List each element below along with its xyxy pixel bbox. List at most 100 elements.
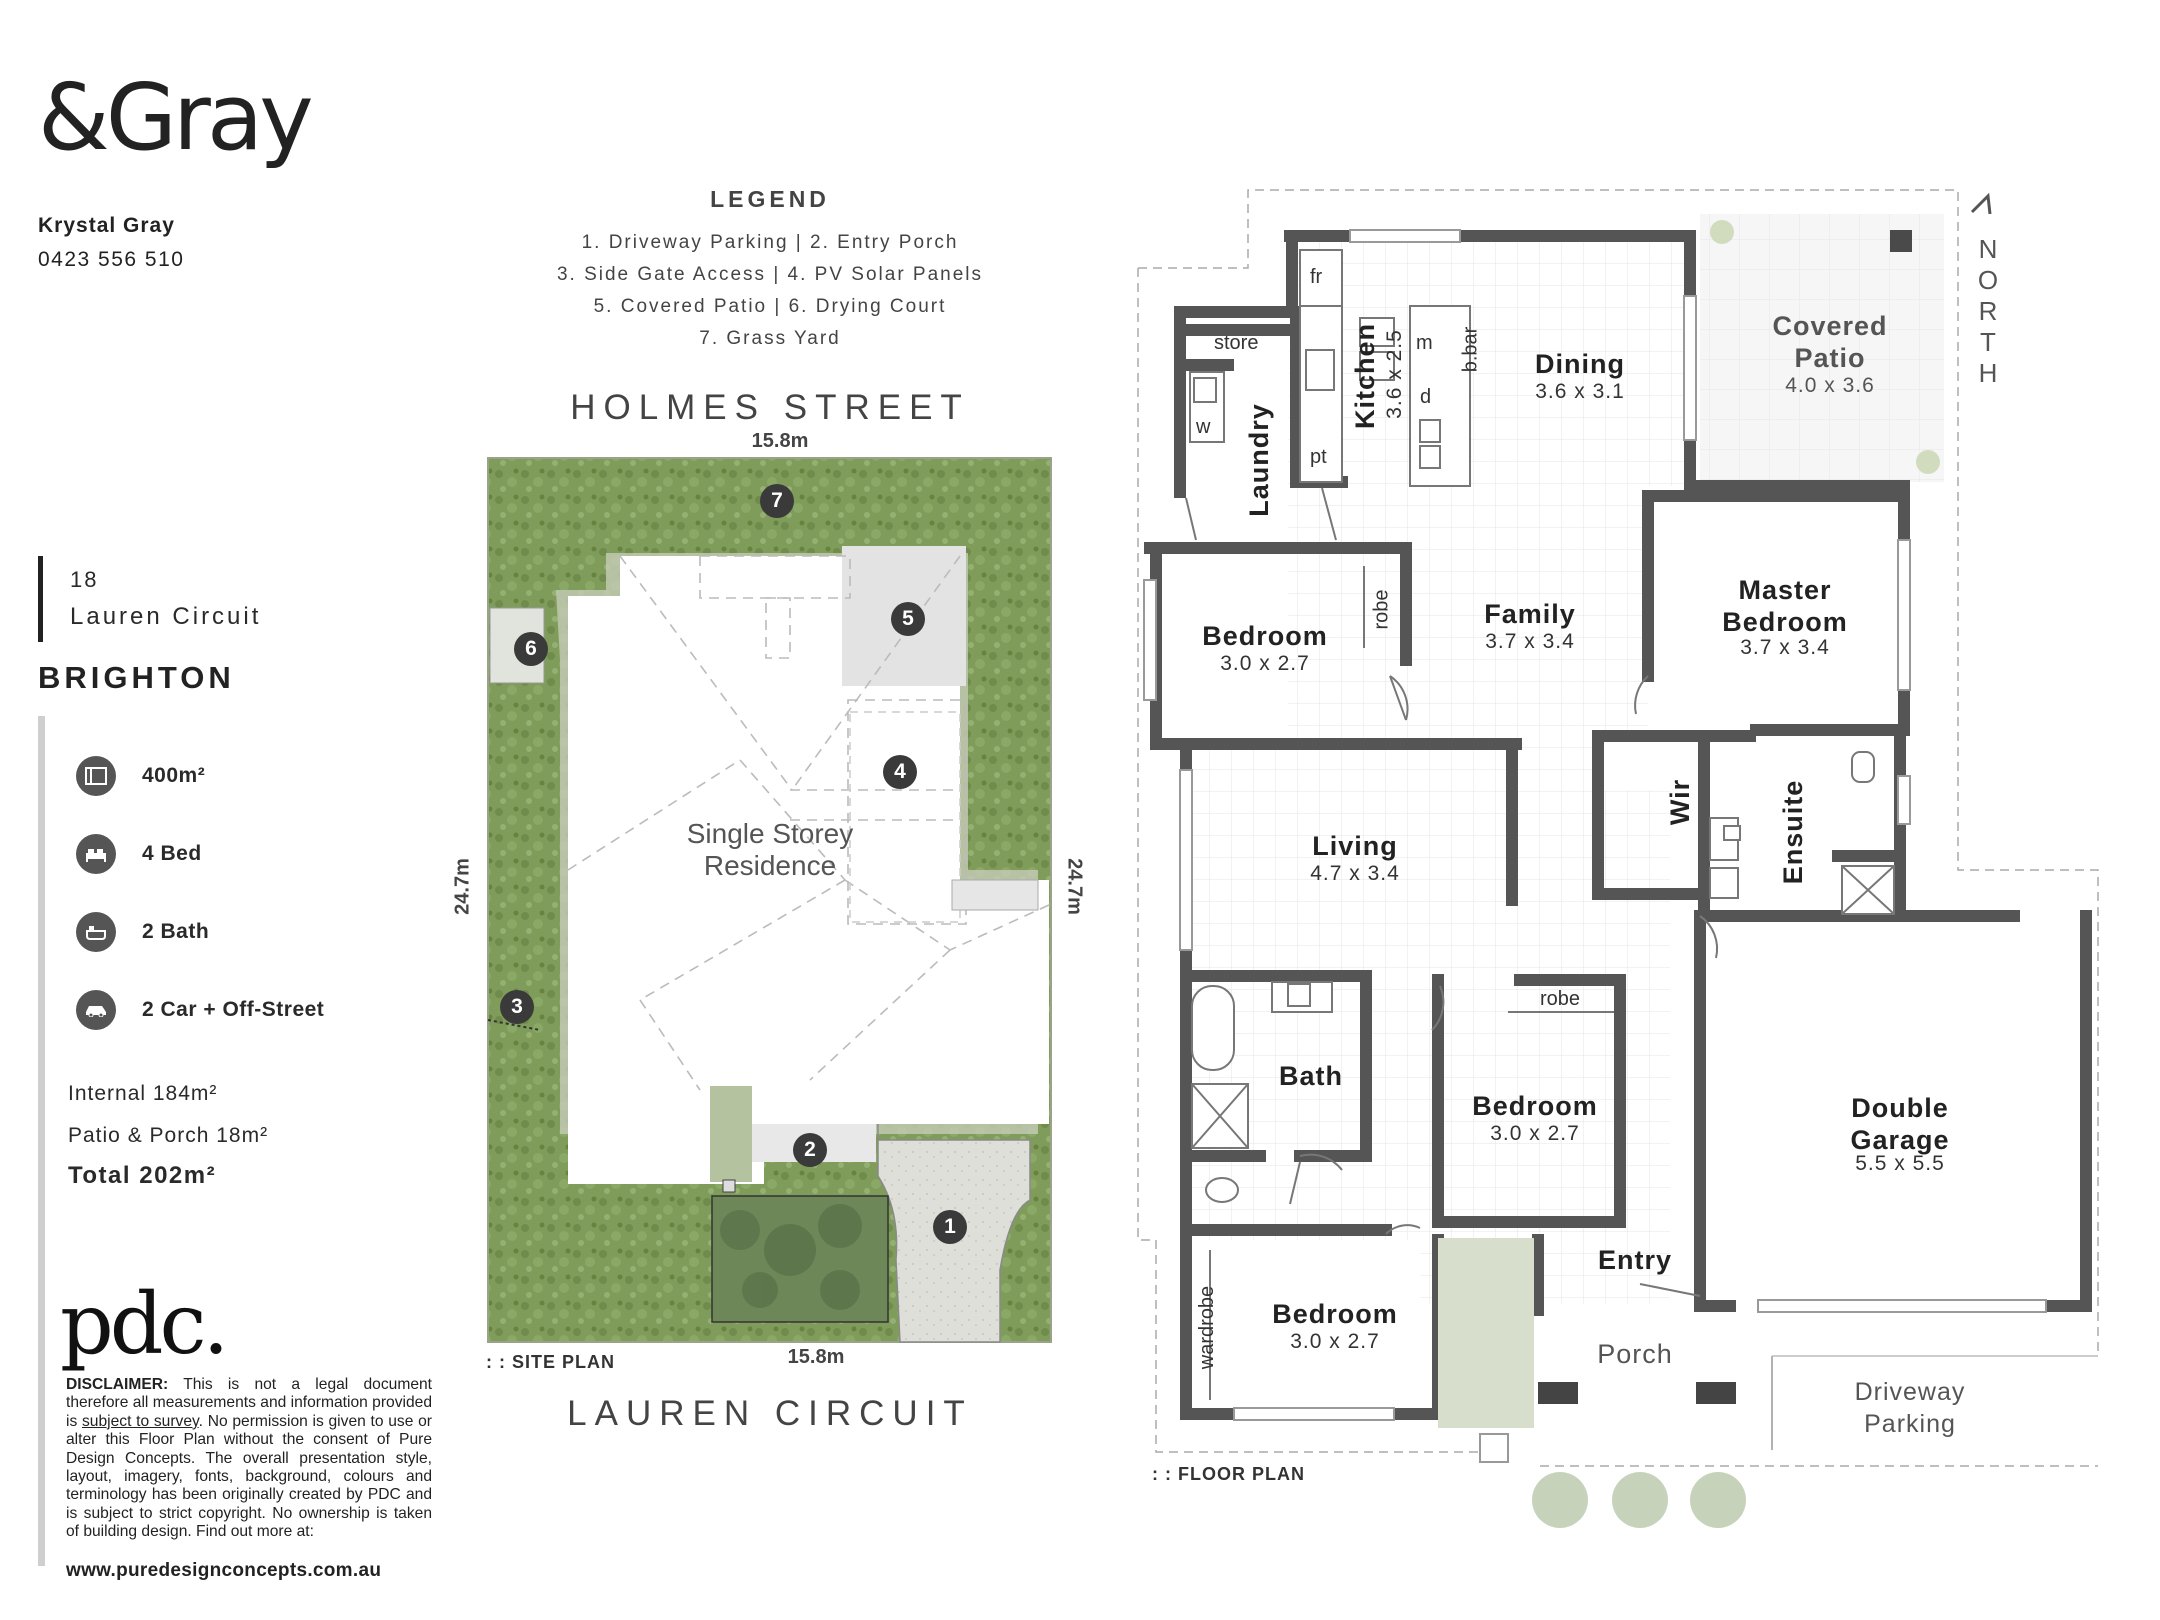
bedroom-nw-size: 3.0 x 2.7 [1220, 652, 1310, 675]
feature-bedrooms: 4 Bed [76, 834, 202, 874]
wardrobe-label: wardrobe [1196, 1285, 1219, 1370]
suburb-title: BRIGHTON [38, 660, 235, 695]
sidebar-divider [38, 716, 45, 1566]
site-width-bottom: 15.8m [787, 1346, 845, 1368]
pantry-label: pt [1310, 446, 1327, 468]
family-size: 3.7 x 3.4 [1485, 630, 1575, 653]
ensuite-label: Ensuite [1778, 779, 1808, 885]
porch-post-right [1696, 1382, 1736, 1404]
garage-size: 5.5 x 5.5 [1855, 1152, 1945, 1175]
residence-label-line2: Residence [703, 850, 837, 881]
porch-label: Porch [1597, 1339, 1673, 1369]
bedroom-mid-label: Bedroom [1472, 1091, 1598, 1121]
legend-line: 7. Grass Yard [699, 328, 841, 349]
bed-icon [76, 834, 116, 874]
feature-label: 2 Car + Off-Street [142, 998, 325, 1021]
disclaimer-label: DISCLAIMER: [66, 1376, 169, 1393]
bedroom-sw-label: Bedroom [1272, 1299, 1398, 1329]
bath-label: Bath [1279, 1061, 1343, 1091]
agent-name: Krystal Gray [38, 214, 175, 237]
covered-patio-size: 4.0 x 3.6 [1785, 374, 1875, 397]
bottom-street-name: LAUREN CIRCUIT [567, 1394, 973, 1433]
marker-drying-court: 6 [514, 632, 548, 666]
address-number: 18 [70, 567, 99, 592]
car-icon [76, 990, 116, 1030]
tiled-floor [1188, 236, 1688, 1304]
dining-label: Dining [1535, 349, 1625, 379]
kitchen-fixtures [1189, 249, 1471, 487]
robe-nw-label: robe [1370, 589, 1393, 630]
laundry-label: Laundry [1244, 403, 1274, 517]
bedroom-mid-size: 3.0 x 2.7 [1490, 1122, 1580, 1145]
letterbox [722, 1179, 736, 1193]
living-size: 4.7 x 3.4 [1310, 862, 1400, 885]
patio-post [1890, 230, 1912, 252]
legend-title: LEGEND [710, 186, 830, 212]
disclaimer-text: DISCLAIMER: This is not a legal document… [66, 1376, 432, 1542]
brand-logo: &Gray [38, 64, 314, 171]
store-label: store [1214, 332, 1259, 354]
kitchen-size: 3.6 x 2.5 [1383, 329, 1406, 419]
bedroom-sw-size: 3.0 x 2.7 [1290, 1330, 1380, 1353]
front-shrubs [1532, 1472, 1746, 1528]
roof-lines [567, 555, 1050, 1091]
wir-label: Wir [1665, 778, 1695, 826]
side-gate-access [487, 1019, 541, 1031]
bedroom-nw-label: Bedroom [1202, 621, 1328, 651]
residence-label-line1: Single Storey [686, 818, 854, 849]
porch-garden [710, 1086, 752, 1182]
bathroom-fixtures [1191, 317, 1895, 1203]
address-street: Lauren Circuit [70, 603, 262, 630]
fridge-label: fr [1310, 266, 1323, 288]
robe-lines [1209, 566, 1614, 1400]
living-floor [1186, 748, 1436, 976]
master-bedroom-size: 3.7 x 3.4 [1740, 636, 1830, 659]
land-size-icon [76, 756, 116, 796]
house-roof [568, 556, 1049, 1184]
marker-entry-porch: 2 [793, 1133, 827, 1167]
site-plan-caption: : : SITE PLAN [486, 1352, 615, 1372]
legend-line: 1. Driveway Parking | 2. Entry Porch [581, 232, 959, 253]
legend-line: 3. Side Gate Access | 4. PV Solar Panels [556, 264, 984, 285]
feature-parking: 2 Car + Off-Street [76, 990, 324, 1030]
agent-phone[interactable]: 0423 556 510 [38, 248, 185, 271]
side-strip [951, 879, 1039, 911]
door-swings [1185, 487, 1719, 1297]
patio-floor [1700, 214, 1944, 482]
internal-area: Internal 184m² [68, 1082, 218, 1105]
feature-label: 400m² [142, 764, 206, 787]
entry-label: Entry [1597, 1245, 1673, 1275]
porch-garden-strip [1438, 1238, 1534, 1428]
marker-side-gate: 3 [500, 990, 534, 1024]
address-accent-bar [38, 556, 43, 642]
residence-label: Single Storey Residence [620, 818, 920, 882]
dining-size: 3.6 x 3.1 [1535, 380, 1625, 403]
windows [1143, 229, 2047, 1421]
kitchen-label: Kitchen [1350, 323, 1380, 430]
feature-label: 2 Bath [142, 920, 210, 943]
breakfast-bar-label: b.bar [1459, 326, 1482, 373]
disclaimer-link: subject to survey [82, 1412, 199, 1430]
website-link[interactable]: www.puredesignconcepts.com.au [66, 1560, 382, 1581]
disclaimer-post: . No permission is given to use or alter… [66, 1412, 432, 1541]
top-street-name: HOLMES STREET [570, 388, 970, 427]
pv-solar-panels [849, 711, 961, 923]
lot-boundary [1137, 189, 2099, 1467]
family-label: Family [1484, 599, 1576, 629]
marker-grass-yard: 7 [760, 484, 794, 518]
feature-label: 4 Bed [142, 842, 202, 865]
feature-bathrooms: 2 Bath [76, 912, 209, 952]
feature-land-size: 400m² [76, 756, 205, 796]
pdc-logo: pdc. [60, 1275, 229, 1373]
marker-covered-patio: 5 [891, 602, 925, 636]
dishwasher-label: d [1420, 386, 1432, 408]
marker-solar-panels: 4 [883, 755, 917, 789]
letterbox-fp [1479, 1433, 1509, 1463]
site-width-top: 15.8m [751, 430, 809, 452]
